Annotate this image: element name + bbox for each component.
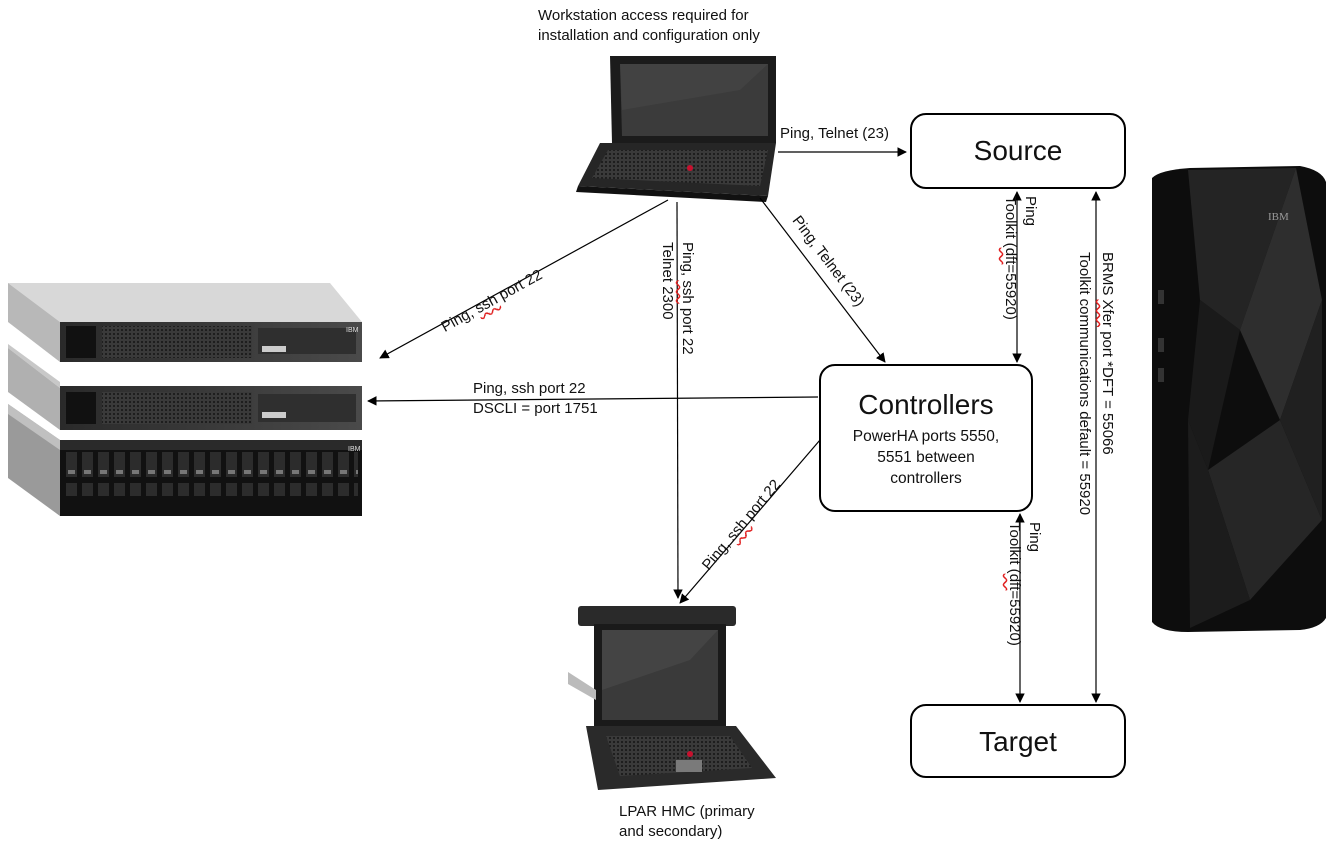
ibm-mainframe-icon: IBM: [1152, 166, 1326, 632]
label-controllers-target-2-post: =55920): [1006, 590, 1023, 646]
label-controllers-storage-2: DSCLI = port 1751: [473, 400, 598, 417]
label-laptop-hmc-2: Telnet 2300: [659, 242, 676, 320]
label-source-controllers-1: Ping: [1022, 196, 1039, 227]
caption-workstation: Workstation access required for installa…: [538, 6, 760, 46]
label-controllers-target-1: Ping: [1026, 522, 1043, 553]
label-laptop-hmc-1-ul: ssh: [679, 280, 696, 304]
label-laptop-hmc-1-post: port 22: [679, 303, 696, 355]
arrow-controllers-storage: [367, 396, 819, 406]
node-controllers-subtitle-3: controllers: [890, 470, 962, 487]
node-source-title: Source: [973, 135, 1063, 166]
caption-hmc-line-1: LPAR HMC (primary: [619, 803, 755, 820]
label-source-controllers-2: Toolkit (dft=55920): [1001, 196, 1020, 320]
label-controllers-target-2-ul: dft: [1006, 573, 1023, 591]
rack-console-icon: [568, 606, 776, 790]
label-brms-2: Toolkit communications default = 55920: [1076, 252, 1093, 516]
label-brms-1-post: port *DFT = 55066: [1099, 327, 1116, 455]
caption-workstation-line-1: Workstation access required for: [538, 7, 749, 24]
storage-brand: IBM: [346, 327, 359, 334]
caption-workstation-line-2: installation and configuration only: [538, 27, 760, 44]
caption-hmc: LPAR HMC (primary and secondary): [619, 802, 755, 842]
node-controllers[interactable]: Controllers PowerHA ports 5550, 5551 bet…: [819, 364, 1033, 512]
label-source-controllers-2-ul: dft: [1002, 247, 1019, 265]
label-source-controllers-2-post: =55920): [1002, 264, 1019, 320]
label-laptop-hmc-1: Ping, ssh port 22: [678, 242, 697, 355]
arrow-controllers-hmc: [679, 439, 821, 604]
node-controllers-title: Controllers: [858, 389, 994, 420]
mainframe-brand: IBM: [1268, 211, 1289, 223]
label-source-controllers-2-pre: Toolkit (: [1002, 196, 1019, 248]
label-laptop-source: Ping, Telnet (23): [780, 125, 889, 142]
label-brms-1-ul: Xfer: [1099, 299, 1116, 328]
caption-hmc-line-2: and secondary): [619, 823, 723, 840]
arrow-laptop-controllers: [759, 197, 886, 363]
node-target[interactable]: Target: [910, 704, 1126, 778]
arrow-laptop-storage: [379, 199, 669, 359]
storage-server-icon: IBM IBM: [8, 283, 362, 516]
laptop-icon: [576, 56, 776, 202]
label-controllers-storage-1: Ping, ssh port 22: [473, 380, 586, 397]
storage-brand-2: IBM: [348, 446, 361, 453]
label-laptop-hmc-1-pre: Ping,: [679, 242, 696, 281]
label-brms-1-pre: BRMS: [1099, 252, 1116, 300]
arrow-laptop-hmc: [673, 201, 683, 599]
node-controllers-subtitle-1: PowerHA ports 5550,: [852, 428, 1000, 445]
node-target-title: Target: [979, 726, 1057, 757]
node-source[interactable]: Source: [910, 113, 1126, 189]
node-controllers-subtitle-2: 5551 between: [877, 449, 975, 466]
connectors: [367, 147, 1101, 703]
label-controllers-target-2-pre: Toolkit (: [1006, 522, 1023, 574]
label-brms-1: BRMS Xfer port *DFT = 55066: [1098, 252, 1117, 455]
label-controllers-target-2: Toolkit (dft=55920): [1005, 522, 1024, 646]
